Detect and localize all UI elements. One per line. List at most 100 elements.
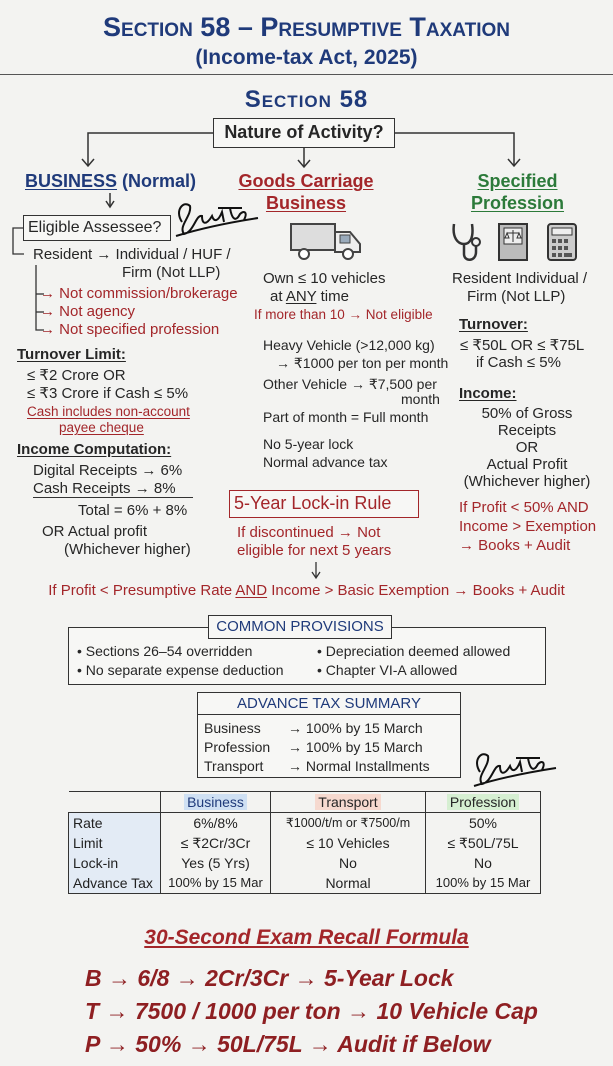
profession-income: 50% of Gross <box>481 405 573 422</box>
advance-row-value: → 100% by 15 March <box>288 720 423 736</box>
header-profession: Profession <box>425 791 541 813</box>
income-computation-label: Income Computation: <box>17 441 172 458</box>
formula-title: 30-Second Exam Recall Formula <box>144 926 469 949</box>
law-book-icon <box>498 223 528 261</box>
divider <box>0 74 613 75</box>
normal-advance-tax: Normal advance tax <box>263 454 388 470</box>
cell: ≤ 10 Vehicles <box>270 833 426 853</box>
cell: ≤ ₹50L/75L <box>425 833 541 853</box>
exclusion-item: → Not commission/brokerage <box>40 285 238 302</box>
cell: No <box>425 853 541 873</box>
cash-note: Cash includes non-account <box>27 404 190 419</box>
business-resident-line: Firm (Not LLP) <box>122 264 221 281</box>
other-vehicle: month <box>401 391 440 407</box>
profession-income: Receipts <box>497 422 557 439</box>
cell: ₹1000/t/m or ₹7500/m <box>270 812 426 833</box>
own-vehicles: at ANY time <box>270 288 349 305</box>
eligibility-connector <box>12 227 44 331</box>
page-subtitle: (Income-tax Act, 2025) <box>195 46 418 69</box>
cell: No <box>270 853 426 873</box>
cell: Normal <box>270 873 426 894</box>
provision-item: • Chapter VI-A allowed <box>317 662 458 678</box>
cell: 100% by 15 Mar <box>425 873 541 894</box>
provision-item: • Sections 26–54 overridden <box>77 643 253 659</box>
cell: ≤ ₹2Cr/3Cr <box>160 833 271 853</box>
advance-row-label: Transport <box>204 758 264 774</box>
profession-income-label: Income: <box>459 385 517 402</box>
whichever-higher: (Whichever higher) <box>64 541 191 558</box>
advance-row-label: Profession <box>204 739 271 755</box>
advance-row-label: Business <box>204 720 261 736</box>
goods-carriage-title: Goods Carriage <box>238 171 374 191</box>
header-business: Business <box>160 791 271 813</box>
header-transport: Transport <box>270 791 426 813</box>
formula-line-business: B → 6/8 → 2Cr/3Cr → 5-Year Lock <box>85 965 454 991</box>
turnover-line: ≤ ₹3 Crore if Cash ≤ 5% <box>27 385 189 402</box>
common-provisions-title: COMMON PROVISIONS <box>208 615 392 639</box>
section-heading: Section 58 <box>244 86 369 113</box>
formula-line-profession: P → 50% → 50L/75L → Audit if Below <box>85 1031 491 1057</box>
stethoscope-icon <box>452 223 481 261</box>
advance-tax-box <box>197 692 461 778</box>
business-title: BUSINESS (Normal) <box>25 171 197 191</box>
row-label: Limit <box>68 833 161 853</box>
lock-in-detail: If discontinued → Not <box>237 524 381 541</box>
profession-resident: Resident Individual / <box>452 270 588 287</box>
other-vehicle: Other Vehicle → ₹7,500 per <box>263 376 437 392</box>
part-of-month: Part of month = Full month <box>263 409 429 425</box>
audit-rule: If Profit < Presumptive Rate AND Income … <box>48 582 565 599</box>
income-line: Cash Receipts → 8% <box>33 480 193 498</box>
nature-of-activity-box: Nature of Activity? <box>213 118 395 148</box>
exclusion-item: → Not agency <box>40 303 136 320</box>
signature-mark <box>473 753 557 787</box>
eligible-assessee-box: Eligible Assessee? <box>23 215 171 241</box>
profession-audit: → Books + Audit <box>459 537 571 554</box>
flow-arrows <box>81 132 521 209</box>
cell: Yes (5 Yrs) <box>160 853 271 873</box>
calculator-icon <box>547 223 577 261</box>
profession-turnover-label: Turnover: <box>459 316 528 333</box>
cell: 6%/8% <box>160 812 271 833</box>
profession-audit: Income > Exemption <box>459 518 597 535</box>
profession-income: OR <box>515 439 539 456</box>
advance-row-value: → Normal Installments <box>288 758 430 774</box>
heavy-vehicle: Heavy Vehicle (>12,000 kg) <box>263 337 435 353</box>
turnover-limit-label: Turnover Limit: <box>17 346 126 363</box>
row-label: Lock-in <box>68 853 161 873</box>
goods-carriage-title: Business <box>265 193 347 213</box>
specified-profession-title: Specified <box>477 171 558 191</box>
cell: 50% <box>425 812 541 833</box>
not-eligible-note: If more than 10 → Not eligible <box>254 307 433 322</box>
provision-item: • No separate expense deduction <box>77 662 284 678</box>
advance-tax-title: ADVANCE TAX SUMMARY <box>197 695 461 715</box>
income-line: Digital Receipts → 6% <box>33 462 183 479</box>
specified-profession-title: Profession <box>470 193 565 213</box>
turnover-line: ≤ ₹2 Crore OR <box>27 367 126 384</box>
cash-note: payee cheque <box>59 420 144 435</box>
advance-row-value: → 100% by 15 March <box>288 739 423 755</box>
profession-income: Actual Profit <box>486 456 568 473</box>
profession-resident: Firm (Not LLP) <box>467 288 566 305</box>
profession-audit: If Profit < 50% AND <box>459 499 589 516</box>
no-lock: No 5-year lock <box>263 436 354 452</box>
profession-income: (Whichever higher) <box>463 473 591 490</box>
business-resident-line: Resident → Individual / HUF / <box>33 246 231 263</box>
own-vehicles: Own ≤ 10 vehicles <box>263 270 386 287</box>
down-arrow <box>311 562 321 580</box>
lock-in-rule-box: 5-Year Lock-in Rule <box>229 490 419 518</box>
truck-icon <box>290 223 361 260</box>
signature-mark <box>175 203 259 237</box>
profession-turnover: if Cash ≤ 5% <box>476 354 561 371</box>
cell: 100% by 15 Mar <box>160 873 271 894</box>
income-total: Total = 6% + 8% <box>78 502 188 519</box>
exclusion-item: → Not specified profession <box>40 321 220 338</box>
formula-line-transport: T → 7500 / 1000 per ton → 10 Vehicle Cap <box>85 998 538 1024</box>
provision-item: • Depreciation deemed allowed <box>317 643 511 659</box>
profession-turnover: ≤ ₹50L OR ≤ ₹75L <box>460 337 585 354</box>
row-label: Advance Tax <box>68 873 161 894</box>
page-title: Section 58 – Presumptive Taxation <box>103 12 510 42</box>
lock-in-detail: eligible for next 5 years <box>237 542 392 559</box>
heavy-vehicle: → ₹1000 per ton per month <box>276 355 449 371</box>
or-actual-profit: OR Actual profit <box>42 523 148 540</box>
